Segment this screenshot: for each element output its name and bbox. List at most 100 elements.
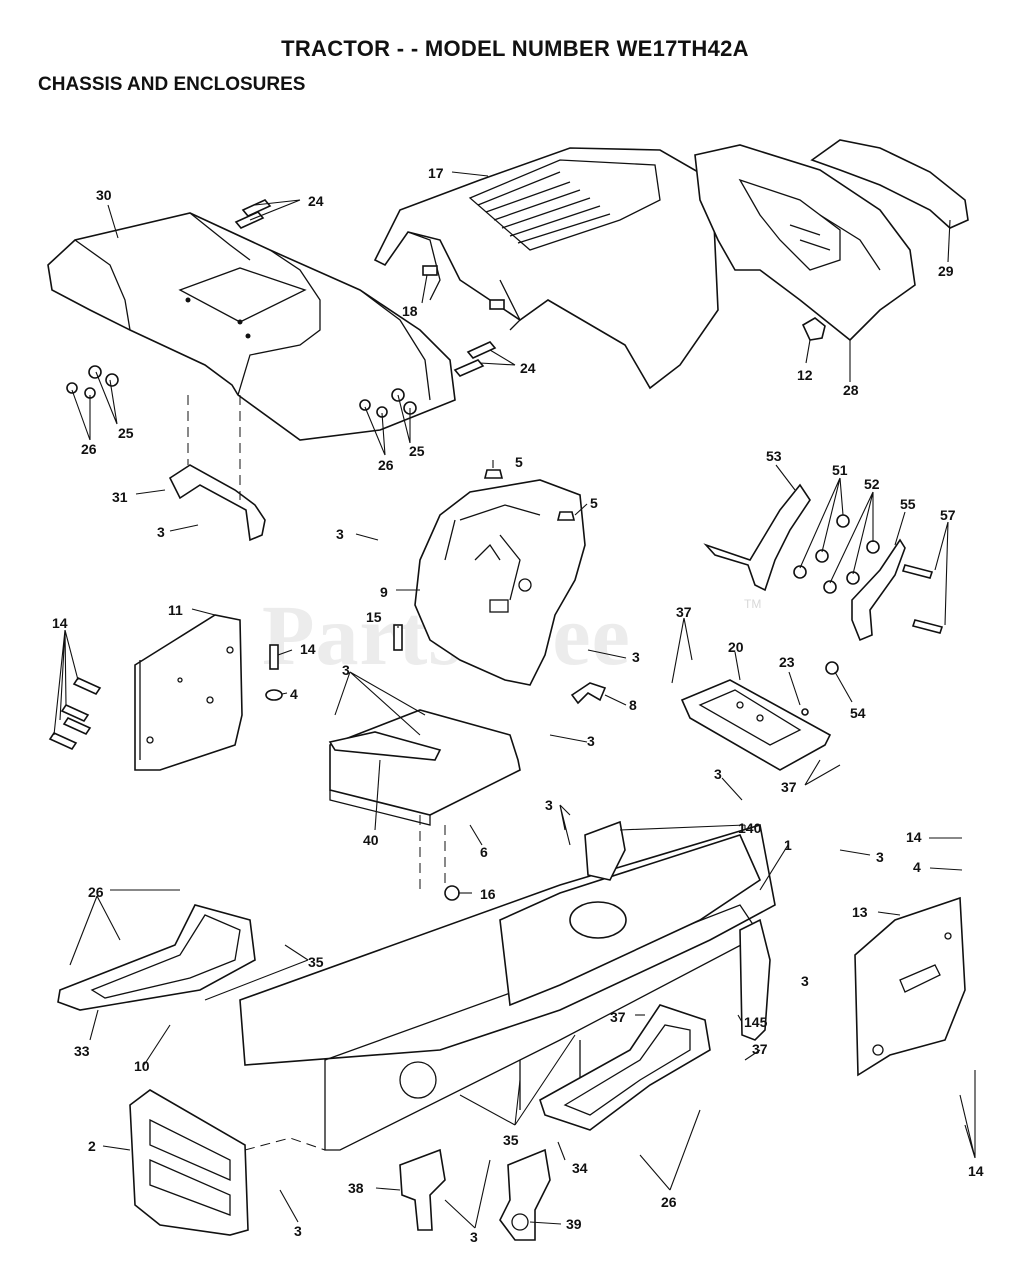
label-5-top: 5: [515, 454, 523, 470]
label-57: 57: [940, 507, 956, 523]
label-30: 30: [96, 187, 112, 203]
label-4-mid: 4: [290, 686, 298, 702]
leader-lines: [53, 171, 976, 1229]
part-20-bracket[interactable]: [680, 679, 832, 771]
part-16-nut[interactable]: [444, 885, 460, 901]
label-51: 51: [832, 462, 848, 478]
label-23: 23: [779, 654, 795, 670]
label-37-frame: 37: [610, 1009, 626, 1025]
label-25-mid: 25: [409, 443, 425, 459]
label-10: 10: [134, 1058, 150, 1074]
part-53-pedal-arm[interactable]: [703, 483, 811, 592]
part-15-14-4-hardware[interactable]: [265, 624, 403, 701]
part-145-bracket[interactable]: [739, 918, 771, 1041]
part-33-left-footrest[interactable]: [57, 904, 256, 1011]
label-3-31: 3: [157, 524, 165, 540]
part-140-bracket[interactable]: [584, 820, 626, 881]
label-31: 31: [112, 489, 128, 505]
label-1: 1: [784, 837, 792, 853]
label-3-bottom: 3: [470, 1229, 478, 1245]
part-9-dash-tower[interactable]: [414, 479, 586, 686]
label-13: 13: [852, 904, 868, 920]
label-20: 20: [728, 639, 744, 655]
label-34: 34: [572, 1160, 588, 1176]
label-3-140: 3: [714, 766, 722, 782]
label-3-mid: 3: [587, 733, 595, 749]
label-6: 6: [480, 844, 488, 860]
label-26-left: 26: [81, 441, 97, 457]
section-subtitle: CHASSIS AND ENCLOSURES: [38, 74, 306, 95]
part-40-slide[interactable]: [328, 731, 442, 761]
part-29-grille-trim[interactable]: [810, 139, 969, 229]
label-11: 11: [168, 602, 183, 618]
part-11-left-side-panel[interactable]: [134, 614, 243, 771]
label-3-right: 3: [876, 849, 884, 865]
label-5-right: 5: [590, 495, 598, 511]
label-3-9b: 3: [632, 649, 640, 665]
label-35-bottom: 35: [503, 1132, 519, 1148]
part-34-right-footrest[interactable]: [539, 1004, 711, 1131]
watermark-tm: TM: [744, 597, 762, 611]
label-54: 54: [850, 705, 866, 721]
label-140: 140: [738, 820, 762, 836]
diagram-title: TRACTOR - - MODEL NUMBER WE17TH42A: [281, 36, 749, 61]
label-26-mid: 26: [378, 457, 394, 473]
label-145: 145: [744, 1014, 768, 1030]
part-51-52-57-hardware[interactable]: [793, 514, 944, 716]
label-14-bottom: 14: [968, 1163, 984, 1179]
part-18-hood-pad[interactable]: [422, 265, 505, 310]
label-40: 40: [363, 832, 379, 848]
label-17: 17: [428, 165, 444, 181]
label-4-right: 4: [913, 859, 921, 875]
part-31-bracket[interactable]: [168, 395, 266, 542]
label-16: 16: [480, 886, 496, 902]
label-18: 18: [402, 303, 418, 319]
label-25-left: 25: [118, 425, 134, 441]
label-15: 15: [366, 609, 382, 625]
label-29: 29: [938, 263, 954, 279]
label-14-mid: 14: [300, 641, 316, 657]
part-5-nuts[interactable]: [483, 469, 576, 521]
part-30-rear-fender[interactable]: [47, 212, 456, 441]
label-38: 38: [348, 1180, 364, 1196]
label-8: 8: [629, 697, 637, 713]
label-33: 33: [74, 1043, 90, 1059]
label-3-9: 3: [336, 526, 344, 542]
label-37-lower: 37: [752, 1041, 768, 1057]
part-55-pedal-arm[interactable]: [851, 538, 906, 642]
part-14-bolts-left[interactable]: [48, 676, 102, 751]
label-14-left: 14: [52, 615, 68, 631]
label-53: 53: [766, 448, 782, 464]
label-37-top: 37: [676, 604, 692, 620]
part-1-main-frame[interactable]: [239, 823, 776, 1151]
part-17-hood[interactable]: [373, 147, 719, 390]
part-38-bracket[interactable]: [399, 1148, 446, 1231]
label-14-right: 14: [906, 829, 922, 845]
label-3-145: 3: [801, 973, 809, 989]
label-28: 28: [843, 382, 859, 398]
part-13-right-side-panel[interactable]: [854, 896, 966, 1077]
label-3-frame: 3: [545, 797, 553, 813]
label-37-right: 37: [781, 779, 797, 795]
label-26-bottom: 26: [661, 1194, 677, 1210]
label-3-6: 3: [342, 662, 350, 678]
label-24-top: 24: [308, 193, 324, 209]
callout-labels: 30 24 17 29 18 12 28 24 25 26 26 25 5 5 …: [52, 165, 984, 1245]
label-9: 9: [380, 584, 388, 600]
part-24-bolts[interactable]: [234, 199, 497, 377]
part-28-dash-panel[interactable]: [694, 144, 916, 342]
label-24-right: 24: [520, 360, 536, 376]
label-12: 12: [797, 367, 813, 383]
label-55: 55: [900, 496, 916, 512]
label-39: 39: [566, 1216, 582, 1232]
part-8-clip[interactable]: [570, 682, 607, 705]
label-2: 2: [88, 1138, 96, 1154]
part-39-bracket[interactable]: [499, 1148, 551, 1241]
part-2-front-bracket[interactable]: [129, 1089, 249, 1236]
label-52: 52: [864, 476, 880, 492]
label-26-footrest: 26: [88, 884, 104, 900]
part-12-clip[interactable]: [801, 317, 826, 341]
label-3-bracket2: 3: [294, 1223, 302, 1239]
label-35-left: 35: [308, 954, 324, 970]
